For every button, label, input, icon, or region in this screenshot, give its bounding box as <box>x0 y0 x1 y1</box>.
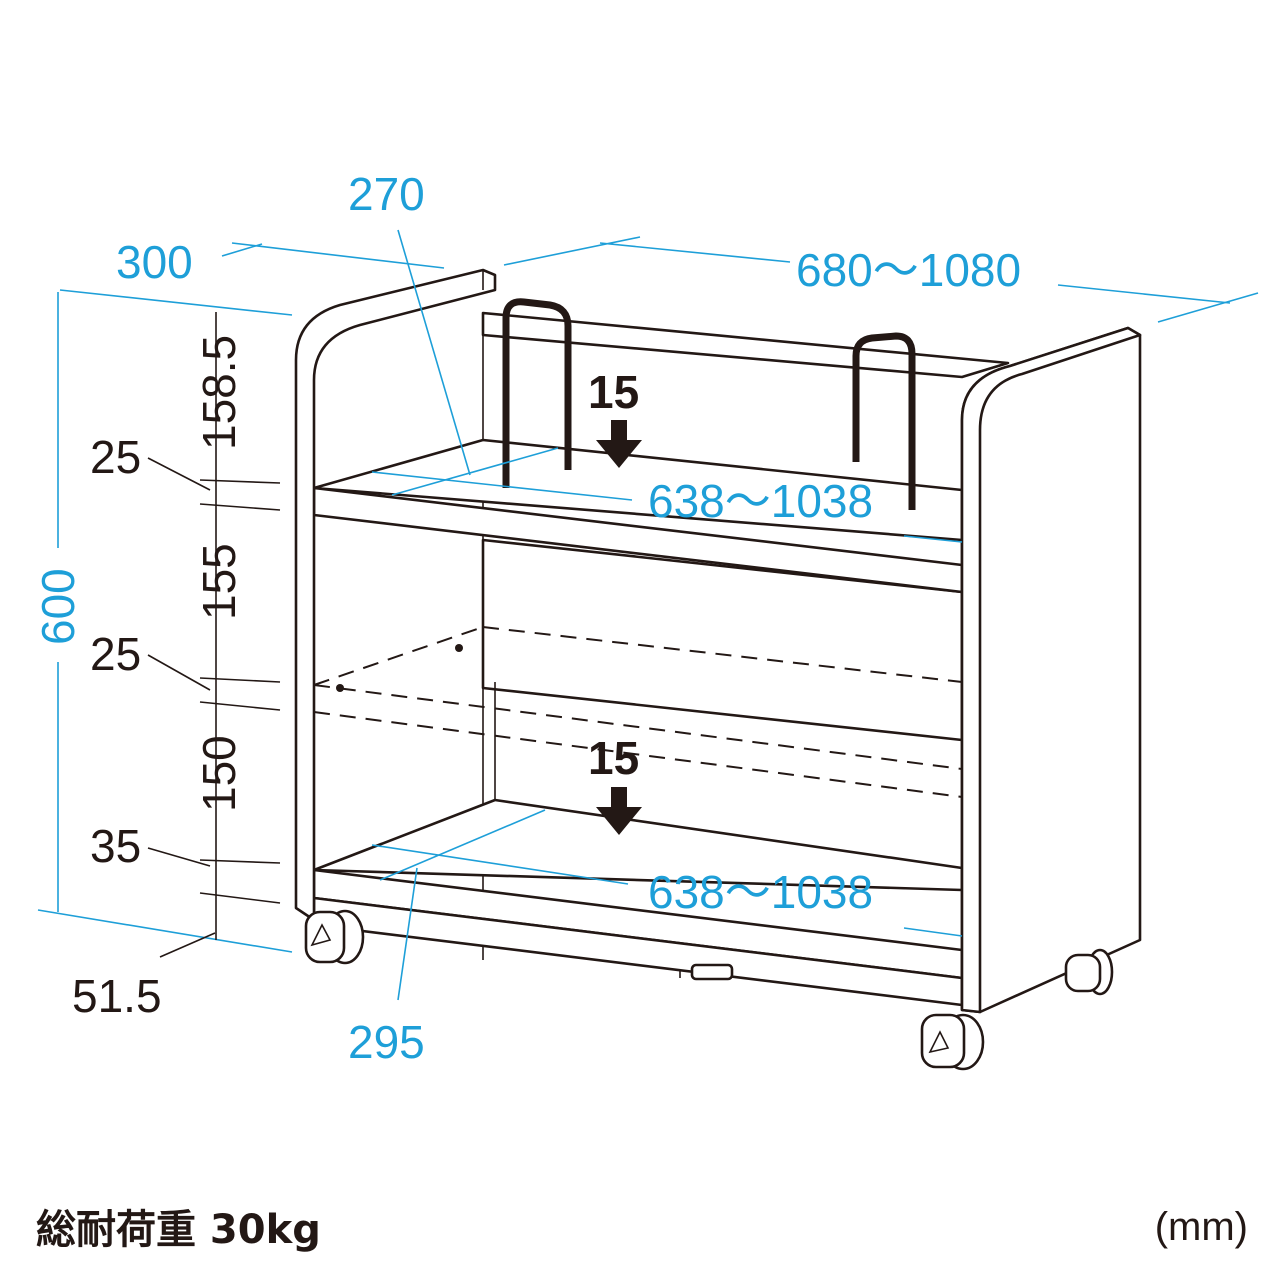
caption-area: 総耐荷重 30kg (mm) <box>36 1205 1248 1253</box>
dim-caster-height: 51.5 <box>72 970 162 1022</box>
caster-icon <box>1064 948 1114 996</box>
dim-depth-outer: 300 <box>116 236 193 288</box>
caster-icon <box>304 909 365 965</box>
middle-shelf-dashed <box>313 626 963 798</box>
down-arrow-icon <box>596 420 642 468</box>
back-panel <box>481 311 1010 379</box>
dim-upper-inner-width: 638～1038 <box>648 475 873 527</box>
unit-label: (mm) <box>1155 1205 1248 1249</box>
dimension-labels: 270 300 680～1080 600 158.5 25 155 25 150… <box>32 168 1021 1068</box>
down-arrow-icon <box>596 787 642 835</box>
left-side-panel <box>294 268 497 922</box>
hanger-hook-icon <box>852 332 916 510</box>
dim-lower-inner-width: 638～1038 <box>648 866 873 918</box>
caster-icon <box>920 1013 985 1071</box>
dim-height: 600 <box>32 568 84 645</box>
dim-upper-shelf-thick: 25 <box>90 431 141 483</box>
right-side-panel <box>960 326 1142 1014</box>
dim-lower-gap: 150 <box>193 735 245 812</box>
lower-step-label: 15 <box>588 732 639 784</box>
dimension-lines <box>37 229 1259 1001</box>
dim-width: 680～1080 <box>796 244 1021 296</box>
cart-drawing <box>294 268 1142 1071</box>
hanger-hook-icon <box>502 298 572 488</box>
dim-top-gap: 158.5 <box>193 335 245 450</box>
total-load-caption: 総耐荷重 30kg <box>36 1207 321 1253</box>
upper-step-label: 15 <box>588 366 639 418</box>
dim-depth-top: 270 <box>348 168 425 220</box>
dim-bottom-shelf-thick: 35 <box>90 820 141 872</box>
dim-depth-bottom: 295 <box>348 1016 425 1068</box>
dim-middle-shelf-thick: 25 <box>90 628 141 680</box>
dim-middle-gap: 155 <box>193 543 245 620</box>
